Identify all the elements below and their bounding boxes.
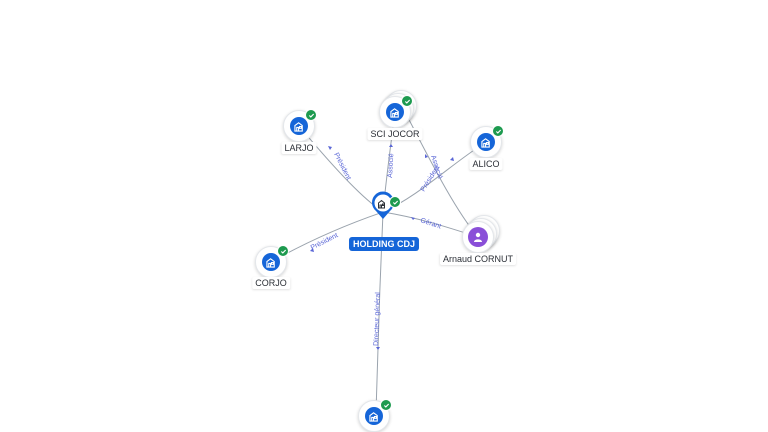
edge-label-person: Gérant xyxy=(419,217,442,230)
person-name: Arnaud CORNUT xyxy=(439,253,517,265)
center-company-name: HOLDING CDJ xyxy=(348,237,420,251)
arrow-person xyxy=(411,217,415,220)
arrow-corjo xyxy=(310,248,314,252)
company-name-alico: ALICO xyxy=(469,158,503,170)
edge-label-scijocor: Associé xyxy=(387,153,395,178)
person-icon xyxy=(468,227,488,247)
company-name-larjo: LARJO xyxy=(281,142,317,154)
map-pin-icon xyxy=(372,191,394,219)
edge-bottom xyxy=(375,211,384,413)
node-circle xyxy=(462,221,494,253)
verified-check-icon xyxy=(492,125,504,137)
building-icon xyxy=(290,117,308,135)
building-icon xyxy=(386,103,404,121)
verified-check-icon xyxy=(401,95,413,107)
arrow-alico xyxy=(450,157,454,161)
arrow-larjo xyxy=(328,146,332,150)
arrow-bottom xyxy=(376,347,380,350)
company-name-corjo: CORJO xyxy=(252,277,290,289)
building-icon xyxy=(365,407,383,425)
verified-check-icon xyxy=(277,245,289,257)
building-icon xyxy=(262,253,280,271)
edge-label-bottom: Directeur général xyxy=(373,292,382,346)
arrow-scijocor xyxy=(389,144,393,147)
verified-check-icon xyxy=(380,399,392,411)
edge-label-larjo: Président xyxy=(332,152,352,182)
arrow-person-scijocor xyxy=(425,154,428,158)
company-name-scijocor: SCI JOCOR xyxy=(367,128,423,140)
building-icon xyxy=(477,133,495,151)
node-circle xyxy=(379,96,411,128)
verified-check-icon xyxy=(389,196,401,208)
verified-check-icon xyxy=(305,109,317,121)
